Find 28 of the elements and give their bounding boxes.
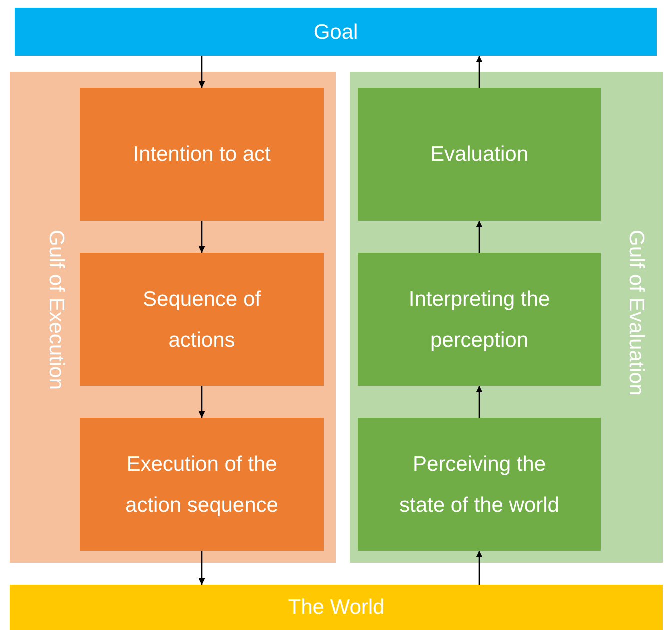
box-label: Interpreting the perception bbox=[408, 286, 552, 354]
process-box bbox=[358, 253, 601, 386]
goal-bar bbox=[15, 8, 657, 56]
box-label: Sequence of actions bbox=[142, 286, 262, 354]
process-box bbox=[80, 88, 324, 221]
process-box bbox=[80, 253, 324, 386]
arrow bbox=[476, 221, 483, 253]
arrow bbox=[476, 56, 483, 88]
process-box bbox=[80, 418, 324, 551]
box-label: Goal bbox=[314, 20, 358, 46]
world-bar bbox=[10, 585, 663, 630]
process-box bbox=[358, 418, 601, 551]
arrow bbox=[476, 551, 483, 585]
arrow bbox=[198, 386, 206, 418]
arrow bbox=[198, 56, 206, 88]
box-label: The World bbox=[288, 595, 385, 621]
box-label: Execution of the action sequence bbox=[124, 452, 280, 518]
arrow bbox=[198, 221, 206, 253]
box-label: Intention to act bbox=[133, 142, 271, 168]
box-label: Perceiving the state of the world bbox=[398, 452, 560, 518]
arrow bbox=[198, 551, 206, 585]
panel-label: Gulf of Evaluation bbox=[624, 230, 648, 396]
panel-label: Gulf of Execution bbox=[44, 230, 68, 390]
gulf-panel bbox=[350, 72, 663, 563]
arrow bbox=[476, 386, 483, 418]
box-label: Evaluation bbox=[430, 142, 529, 168]
gulf-panel bbox=[10, 72, 336, 563]
process-box bbox=[358, 88, 601, 221]
